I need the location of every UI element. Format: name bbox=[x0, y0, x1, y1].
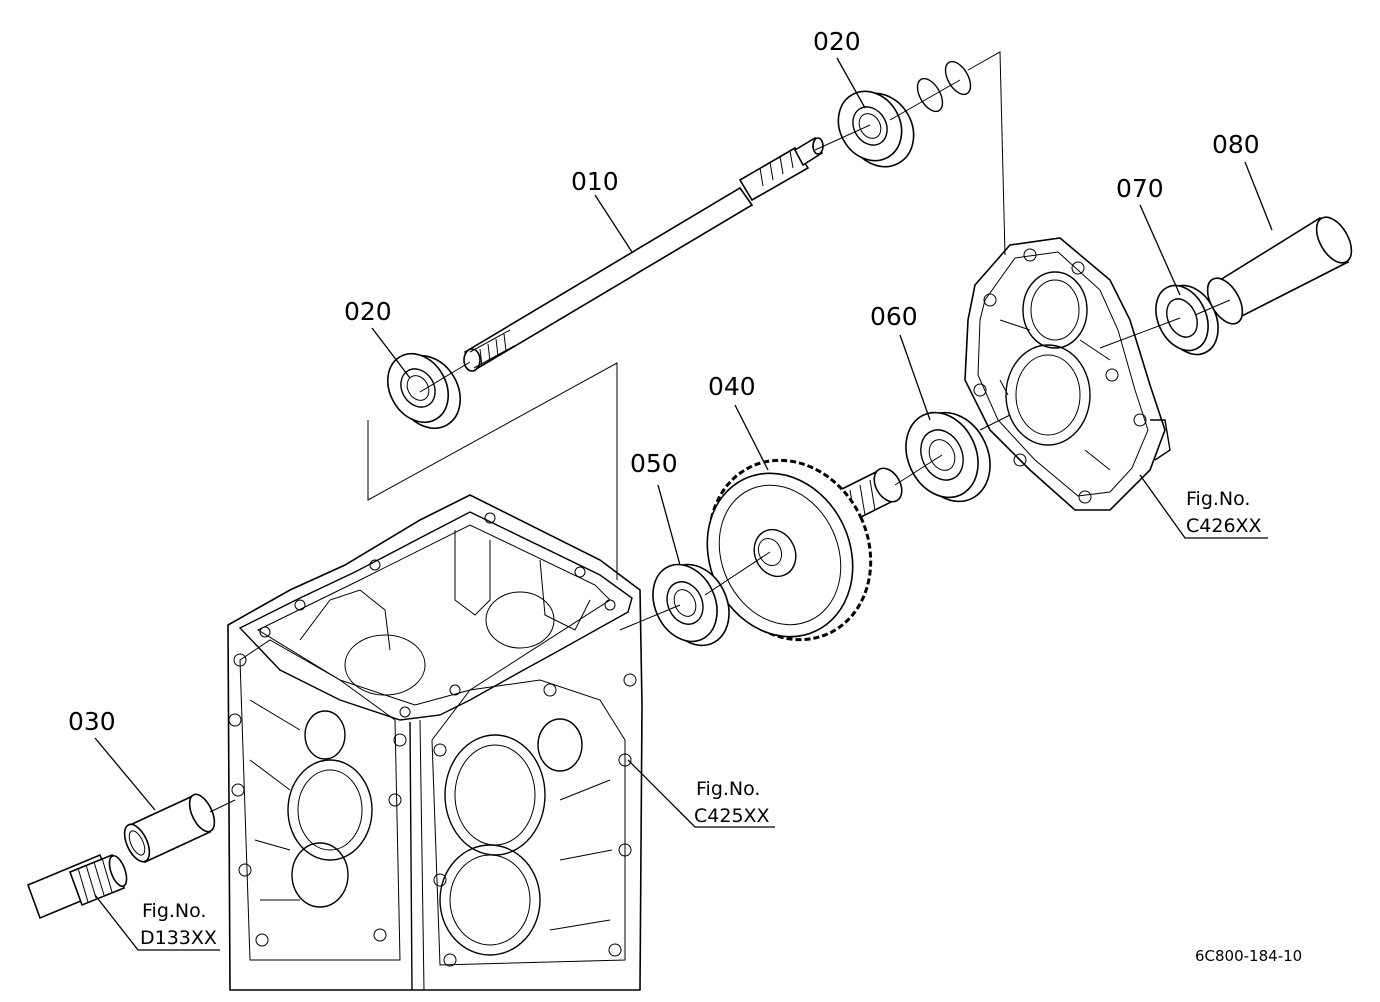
label-040: 040 bbox=[708, 372, 756, 401]
sleeve-080 bbox=[1206, 216, 1353, 325]
coupling-030 bbox=[123, 793, 216, 864]
label-070: 070 bbox=[1116, 174, 1164, 203]
label-050: 050 bbox=[630, 449, 678, 478]
snap-rings bbox=[916, 60, 972, 113]
label-060: 060 bbox=[870, 302, 918, 331]
input-shaft bbox=[26, 853, 128, 920]
label-010: 010 bbox=[571, 167, 619, 196]
rear-cover bbox=[964, 237, 1171, 511]
gear-040 bbox=[706, 458, 903, 642]
label-080: 080 bbox=[1212, 130, 1260, 159]
transmission-case bbox=[227, 494, 643, 991]
fig-ref-c425-label[interactable]: Fig.No. bbox=[696, 778, 760, 800]
fig-ref-c426-label[interactable]: Fig.No. bbox=[1186, 488, 1250, 510]
bearing-020-left bbox=[387, 353, 461, 429]
label-030: 030 bbox=[68, 707, 116, 736]
fig-ref-c425-code[interactable]: C425XX bbox=[694, 805, 770, 827]
label-020-left: 020 bbox=[344, 297, 392, 326]
label-020-top: 020 bbox=[813, 27, 861, 56]
fig-ref-c426-code[interactable]: C426XX bbox=[1186, 515, 1262, 537]
seal-070 bbox=[1155, 284, 1219, 356]
bearing-020-top bbox=[837, 90, 915, 168]
leader-lines bbox=[94, 51, 1273, 951]
fig-ref-d133-label[interactable]: Fig.No. bbox=[142, 900, 206, 922]
fig-ref-d133-code[interactable]: D133XX bbox=[140, 927, 217, 949]
shaft-010 bbox=[463, 136, 824, 372]
diagram-code: 6C800-184-10 bbox=[1195, 947, 1302, 965]
